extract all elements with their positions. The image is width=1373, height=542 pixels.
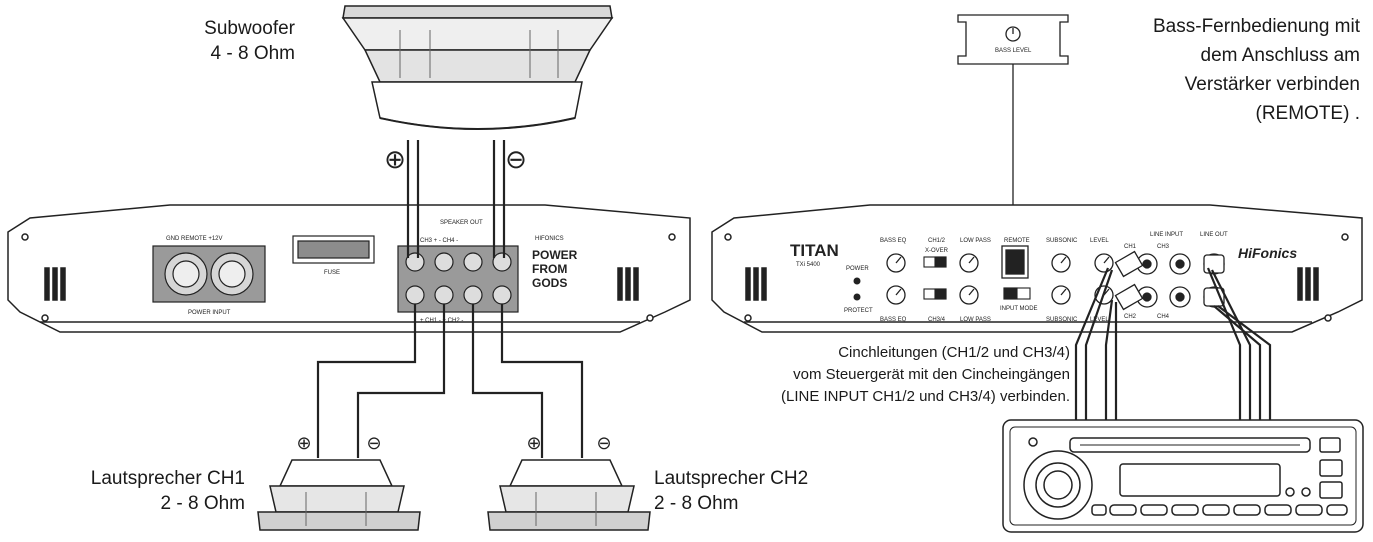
subwoofer-impedance: 4 - 8 Ohm [210,43,295,64]
speaker-ch2-impedance: 2 - 8 Ohm [654,493,739,514]
ch-bottom-label: + CH1 - + CH2 - [420,318,463,324]
ch2-minus-symbol: ⊖ [596,433,611,453]
remote-instruction-line-4: (REMOTE) . [1255,103,1361,124]
rca-instruction-line-3: (LINE INPUT CH1/2 und CH3/4) verbinden. [780,388,1070,405]
label-ch2: CH2 [1124,314,1137,320]
subwoofer-label: Subwoofer 4 - 8 Ohm [150,16,295,66]
line-out-label: LINE OUT [1200,232,1228,238]
speaker-wires [316,304,584,458]
speaker-ch2-label: Lautsprecher CH2 2 - 8 Ohm [654,466,884,516]
ch1-plus-symbol: ⊕ [296,433,311,453]
ch12-label: CH1/2 [928,238,946,244]
amplifier-left [7,204,691,333]
level-label-bottom: LEVEL [1090,317,1109,323]
x-over-label: X-OVER [925,248,949,254]
power-input-terminal [152,245,266,303]
speaker-ch1-title: Lautsprecher CH1 [90,468,245,489]
amp-right-knobs [886,253,1114,305]
sub-minus-symbol: ⊖ [505,144,527,174]
line-input-label: LINE INPUT [1150,232,1183,238]
amp-left-brand: HIFONICS [535,236,564,242]
bass-eq-label-top: BASS EQ [880,238,907,244]
subsonic-label-top: SUBSONIC [1046,238,1078,244]
speaker-out-label: SPEAKER OUT [440,220,483,226]
amp-model-sub: TXi 5400 [796,262,821,268]
power-led-label: POWER [846,266,869,272]
speaker-terminal-block [397,245,519,313]
low-pass-label-bottom: LOW PASS [960,317,991,323]
remote-instruction: Bass-Fernbedienung mit dem Anschluss am … [1080,12,1360,128]
remote-port-label: REMOTE [1004,238,1030,244]
ch1-minus-symbol: ⊖ [366,433,381,453]
rca-cables [1074,267,1272,420]
protect-led-label: PROTECT [844,308,873,314]
ch-top-label: CH3 + - CH4 - [420,238,458,244]
protect-led [853,293,861,301]
ch34-label: CH3/4 [928,317,946,323]
speaker-ch1-graphic [257,459,421,531]
fuse-label: FUSE [324,270,340,276]
rca-instruction-line-1: Cinchleitungen (CH1/2 und CH3/4) [838,344,1070,361]
power-input-label: POWER INPUT [188,310,231,316]
subwoofer-graphic [341,5,614,130]
subwoofer-title: Subwoofer [204,18,295,39]
speaker-ch1-impedance: 2 - 8 Ohm [160,493,245,514]
subsonic-label-bottom: SUBSONIC [1046,317,1078,323]
label-ch1: CH1 [1124,244,1137,250]
label-ch4: CH4 [1157,314,1170,320]
low-pass-label-top: LOW PASS [960,238,991,244]
speaker-ch2-graphic [487,459,651,531]
speaker-ch2-title: Lautsprecher CH2 [654,468,809,489]
amplifier-right [711,204,1363,333]
bass-remote-unit [957,14,1069,246]
rca-instruction-line-2: vom Steuergerät mit den Cincheingängen [793,366,1070,383]
input-mode-label: INPUT MODE [1000,306,1038,312]
remote-instruction-line-1: Bass-Fernbedienung mit [1153,16,1360,37]
logo-line-2: FROM [532,262,567,276]
x-over-switches [923,256,947,300]
ch2-plus-symbol: ⊕ [526,433,541,453]
amp-right-brand: HiFonics [1238,245,1297,261]
rca-instruction: Cinchleitungen (CH1/2 und CH3/4) vom Ste… [690,342,1070,408]
bass-eq-label-bottom: BASS EQ [880,317,907,323]
remote-instruction-line-2: dem Anschluss am [1200,45,1360,66]
level-label-top: LEVEL [1090,238,1109,244]
bass-remote-label: BASS LEVEL [995,48,1032,54]
sub-plus-symbol: ⊕ [384,144,406,174]
power-led [853,277,861,285]
remote-port [1001,245,1029,279]
subwoofer-wires [406,140,506,258]
logo-line-1: POWER [532,248,578,262]
input-mode-switch [1003,287,1031,300]
head-unit [1002,419,1364,533]
fuse-holder [292,235,375,264]
logo-line-3: GODS [532,276,567,290]
amp-model: TITAN [790,241,839,260]
speaker-ch1-label: Lautsprecher CH1 2 - 8 Ohm [20,466,245,516]
gnd-remote-label: GND REMOTE +12V [166,236,223,242]
label-ch3: CH3 [1157,244,1170,250]
remote-instruction-line-3: Verstärker verbinden [1184,74,1360,95]
